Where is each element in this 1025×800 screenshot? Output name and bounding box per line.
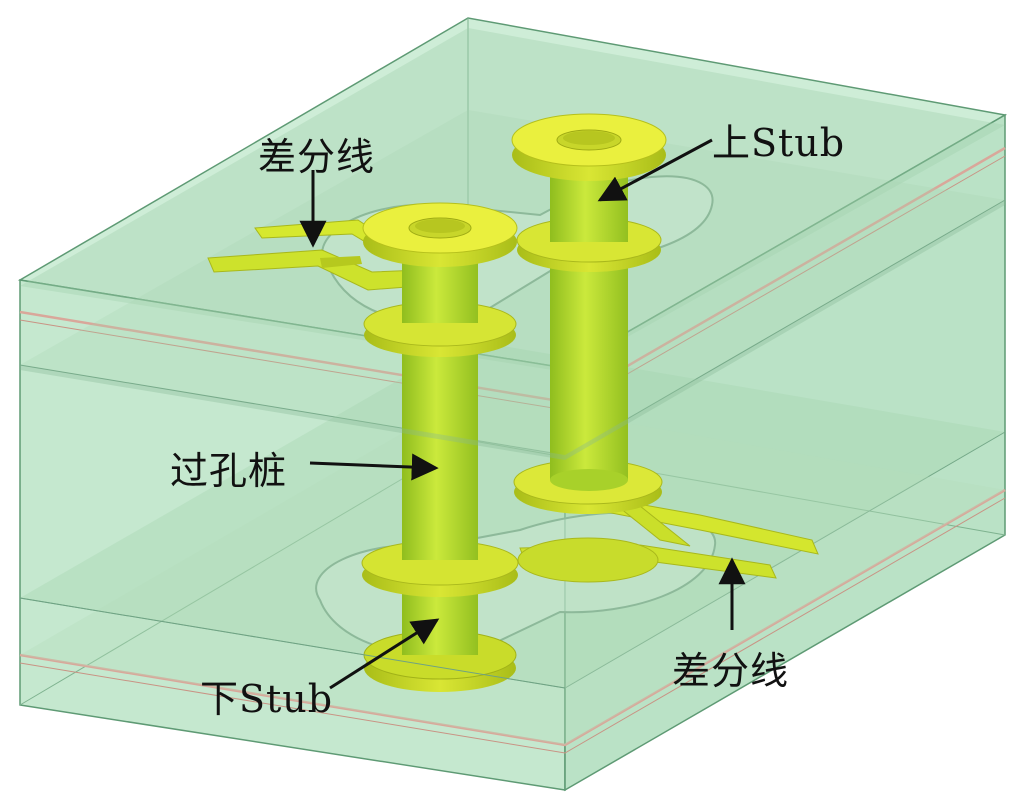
dielectric-box bbox=[17, 17, 1008, 792]
annotation-arrows bbox=[299, 138, 746, 690]
label-diff-line-bottom: 差分线 bbox=[672, 649, 790, 693]
via-left bbox=[361, 202, 519, 692]
arrow-via-stub bbox=[309, 453, 439, 481]
label-lower-stub: 下Stub bbox=[200, 677, 334, 721]
arrow-lower-stub bbox=[329, 618, 440, 690]
label-upper-stub: 上Stub bbox=[712, 121, 846, 165]
arrow-upper-stub bbox=[597, 138, 713, 202]
plane-overlay bbox=[19, 200, 1005, 689]
label-diff-line-top: 差分线 bbox=[258, 135, 376, 179]
label-via-stub: 过孔桩 bbox=[170, 449, 288, 493]
via-right bbox=[511, 113, 667, 583]
